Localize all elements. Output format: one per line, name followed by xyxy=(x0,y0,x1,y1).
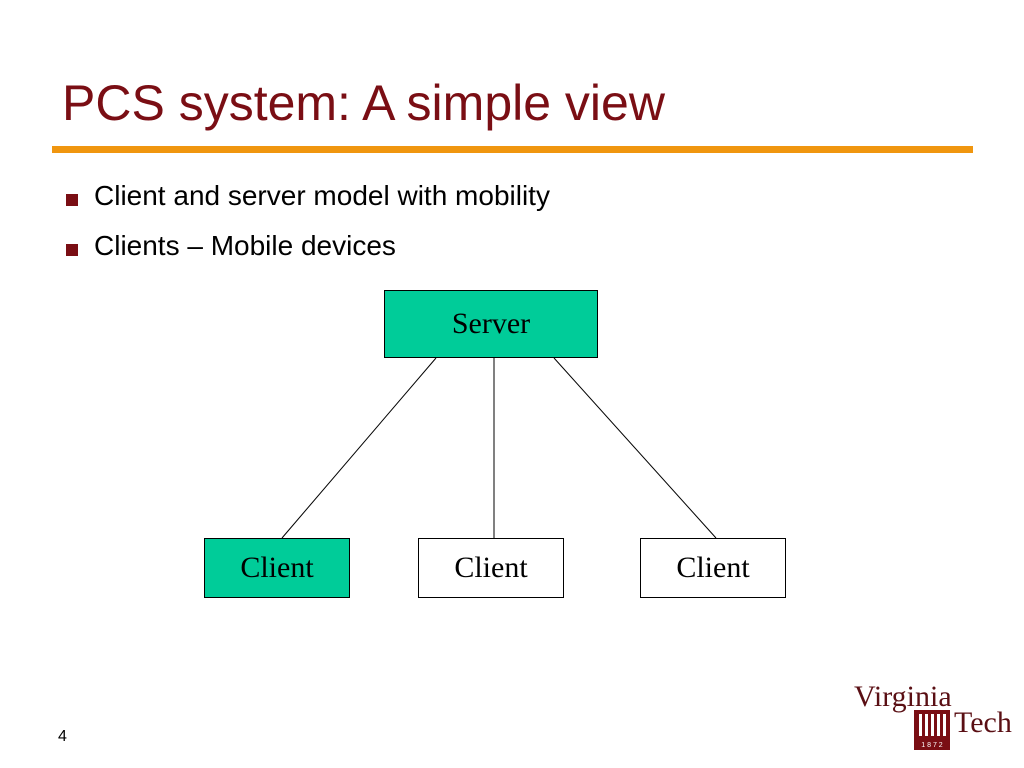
bullet-item: Clients – Mobile devices xyxy=(62,228,396,278)
bullet-text: Client and server model with mobility xyxy=(94,180,550,211)
client-node-mobile: Client xyxy=(204,538,350,598)
title-underline xyxy=(52,146,973,153)
connector-line-right xyxy=(553,357,717,539)
client-node: Client xyxy=(418,538,564,598)
square-bullet-icon xyxy=(66,194,78,206)
square-bullet-icon xyxy=(66,244,78,256)
server-node: Server xyxy=(384,290,598,358)
logo-word-tech: Tech xyxy=(954,706,1012,739)
bullet-item: Client and server model with mobility xyxy=(62,178,550,228)
page-number: 4 xyxy=(58,728,67,745)
client-node: Client xyxy=(640,538,786,598)
virginia-tech-logo: Virginia 1 8 7 2 Tech xyxy=(850,680,1012,752)
university-seal-icon: 1 8 7 2 xyxy=(914,710,950,750)
connector-line-left xyxy=(281,357,437,539)
bullet-list: Client and server model with mobility Cl… xyxy=(62,178,550,278)
svg-text:1 8 7 2: 1 8 7 2 xyxy=(921,742,943,749)
logo-word-virginia: Virginia xyxy=(854,680,952,713)
client-label: Client xyxy=(240,551,314,584)
client-label: Client xyxy=(454,551,528,584)
server-label: Server xyxy=(451,307,531,340)
client-label: Client xyxy=(676,551,750,584)
slide-title: PCS system: A simple view xyxy=(62,75,665,131)
bullet-text: Clients – Mobile devices xyxy=(94,230,396,261)
